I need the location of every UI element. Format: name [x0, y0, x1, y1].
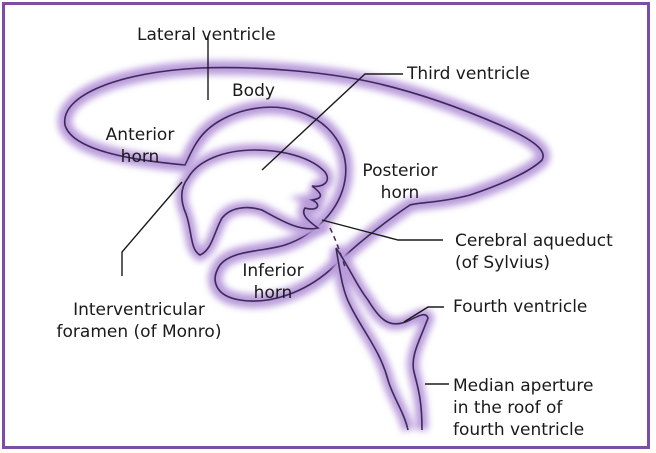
- label-cerebral-aqueduct-line1: Cerebral aqueduct: [455, 230, 613, 252]
- label-body: Body: [232, 80, 275, 102]
- label-median-aperture-line1: Median aperture: [453, 375, 593, 397]
- label-posterior-horn-line2: horn: [350, 182, 450, 204]
- label-interventricular-foramen: Interventricular foramen (of Monro): [44, 299, 234, 343]
- label-median-aperture-line2: in the roof of: [453, 397, 593, 419]
- label-lateral-ventricle: Lateral ventricle: [137, 24, 276, 46]
- label-posterior-horn-line1: Posterior: [350, 160, 450, 182]
- label-median-aperture-line3: fourth ventricle: [453, 419, 593, 441]
- label-fourth-ventricle: Fourth ventricle: [453, 296, 587, 318]
- label-third-ventricle: Third ventricle: [407, 63, 530, 85]
- label-inferior-horn-line2: horn: [228, 282, 318, 304]
- label-interventricular-line2: foramen (of Monro): [44, 321, 234, 343]
- label-inferior-horn-line1: Inferior: [228, 260, 318, 282]
- label-inferior-horn: Inferior horn: [228, 260, 318, 304]
- leader-interventricular: [122, 182, 182, 276]
- label-cerebral-aqueduct: Cerebral aqueduct (of Sylvius): [455, 230, 613, 274]
- label-anterior-horn-line2: horn: [90, 146, 190, 168]
- label-anterior-horn: Anterior horn: [90, 124, 190, 168]
- label-cerebral-aqueduct-line2: (of Sylvius): [455, 252, 613, 274]
- fourth-ventricle-shape: [336, 248, 428, 430]
- label-interventricular-line1: Interventricular: [44, 299, 234, 321]
- label-anterior-horn-line1: Anterior: [90, 124, 190, 146]
- label-median-aperture: Median aperture in the roof of fourth ve…: [453, 375, 593, 441]
- label-posterior-horn: Posterior horn: [350, 160, 450, 204]
